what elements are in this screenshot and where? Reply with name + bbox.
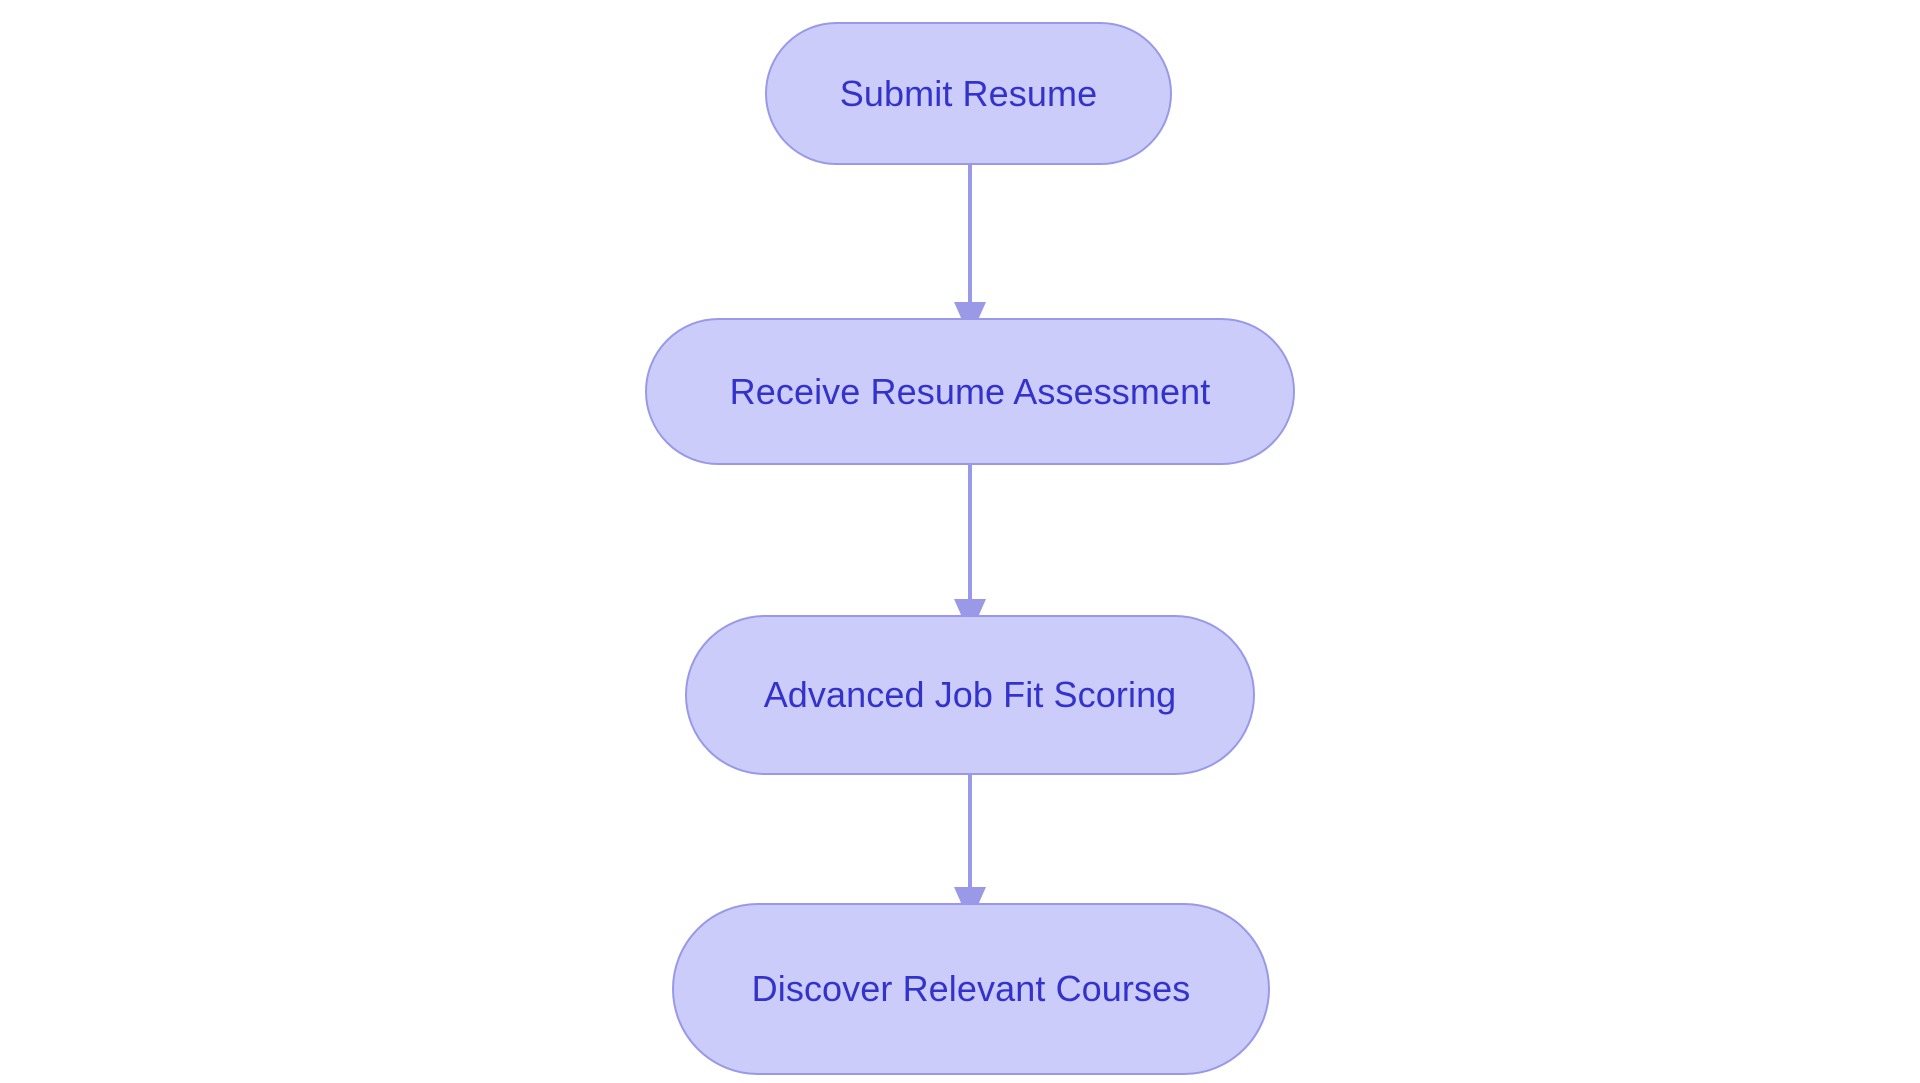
node-label: Submit Resume [839, 72, 1098, 114]
node-advanced-job-fit-scoring[interactable]: Advanced Job Fit Scoring [685, 615, 1255, 775]
node-submit-resume[interactable]: Submit Resume [765, 22, 1172, 165]
node-label: Advanced Job Fit Scoring [763, 674, 1177, 716]
node-receive-resume-assessment[interactable]: Receive Resume Assessment [645, 318, 1295, 465]
node-discover-relevant-courses[interactable]: Discover Relevant Courses [672, 903, 1270, 1075]
node-label: Discover Relevant Courses [751, 968, 1191, 1010]
node-label: Receive Resume Assessment [729, 370, 1211, 412]
